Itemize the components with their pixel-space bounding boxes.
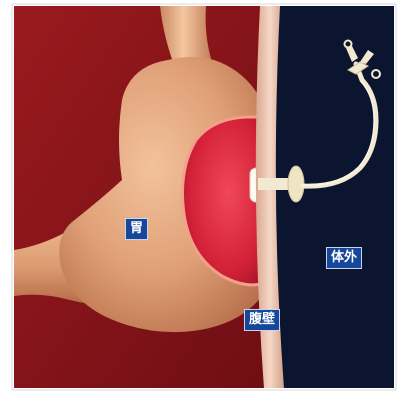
outside-body-background: [268, 6, 394, 388]
label-stomach: 胃: [125, 218, 148, 240]
label-outside-body: 体外: [326, 247, 362, 269]
label-abdominal-wall: 腹壁: [244, 309, 280, 331]
